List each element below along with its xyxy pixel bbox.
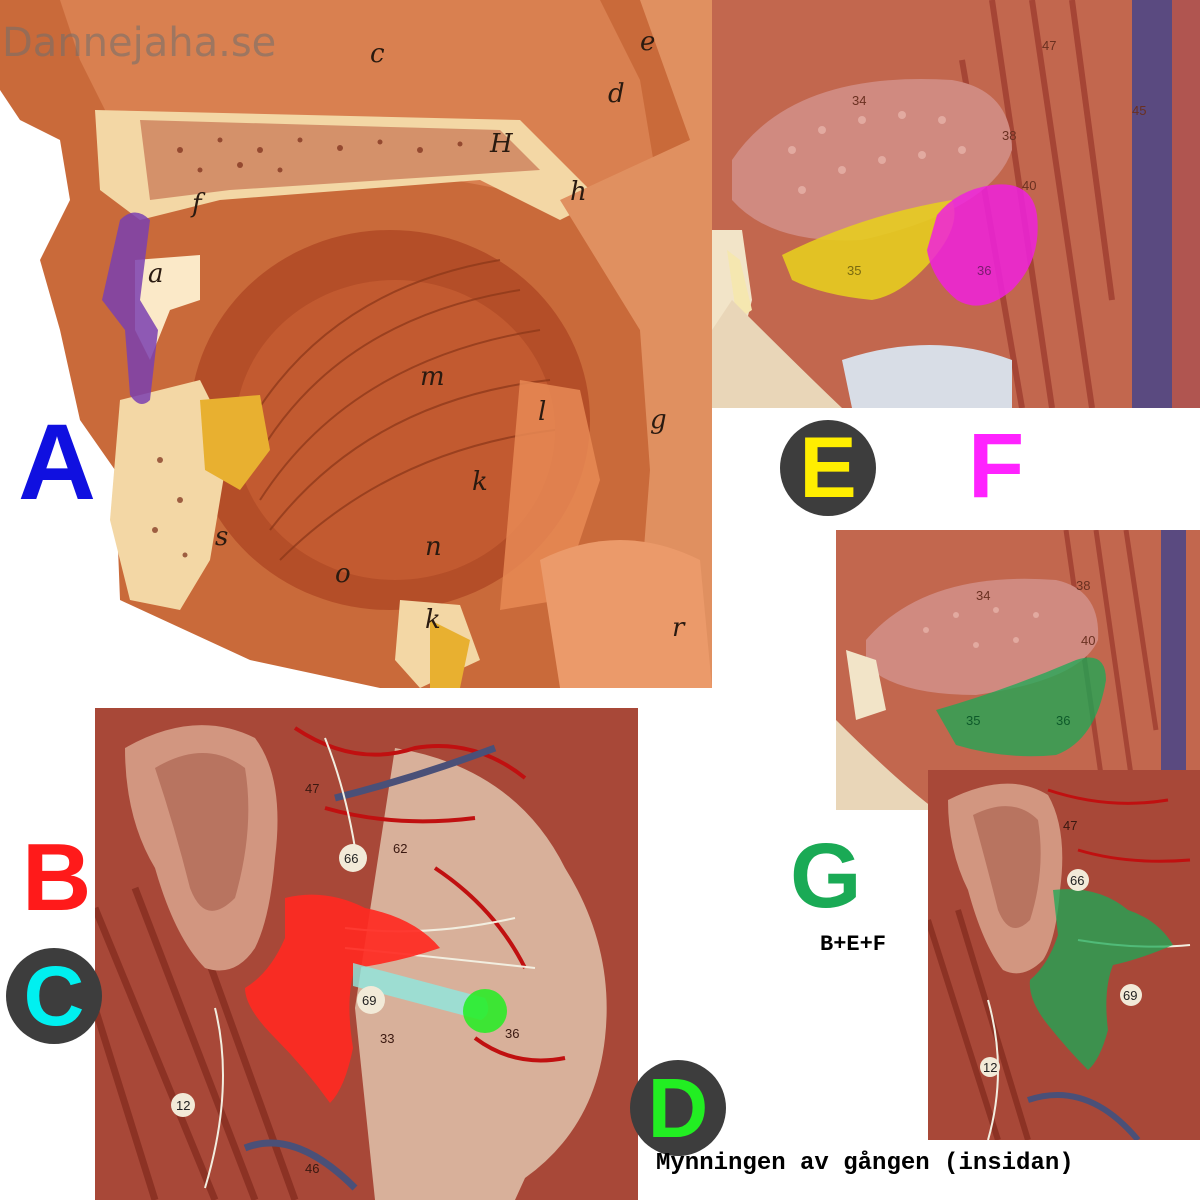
sagittal-letter-H: H: [489, 129, 514, 159]
label-g: G: [790, 825, 862, 927]
gland-number-35: 35: [847, 263, 861, 278]
face-number-46: 46: [305, 1161, 319, 1176]
sagittal-letter-e: e: [640, 27, 655, 57]
face-number-tags: 66 69 12: [171, 844, 385, 1117]
face-parotid-panel: 66 69 12 47 62 33 36 46: [95, 708, 638, 1200]
combined-number-35: 35: [966, 713, 980, 728]
label-c: C: [23, 949, 85, 1043]
tongue-number-47: 47: [1042, 38, 1056, 53]
tongue-number-45: 45: [1132, 103, 1146, 118]
label-b: B: [22, 824, 92, 931]
sagittal-letter-c: c: [370, 39, 385, 69]
combined-face-number-69: 69: [1123, 988, 1137, 1003]
sagittal-section-panel: c e d H h f a m l g k s n o k r Dannejah…: [0, 0, 712, 688]
combined-number-34: 34: [976, 588, 990, 603]
sagittal-letter-r: r: [672, 613, 686, 643]
label-d-disc: D: [630, 1060, 726, 1156]
sagittal-letter-o: o: [335, 559, 351, 589]
tongue-glands-panel: 34 38 40 45 47 35 36: [712, 0, 1200, 408]
face-number-47: 47: [305, 781, 319, 796]
tongue-number-34: 34: [852, 93, 866, 108]
watermark-text: Dannejaha.se: [2, 20, 277, 66]
tongue-glands-illustration: 34 38 40 45 47 35 36: [712, 0, 1200, 408]
face-number-66: 66: [344, 851, 358, 866]
sagittal-letter-a: a: [148, 259, 164, 289]
sagittal-letter-n: n: [425, 532, 442, 562]
label-e-disc: E: [780, 420, 876, 516]
face-combined-illustration: 66 69 12 47: [928, 770, 1200, 1140]
face-number-12: 12: [176, 1098, 190, 1113]
label-a: A: [18, 401, 96, 522]
face-number-36: 36: [505, 1026, 519, 1041]
combined-number-38: 38: [1076, 578, 1090, 593]
combined-face-number-47: 47: [1063, 818, 1077, 833]
sagittal-letter-s: s: [215, 522, 228, 552]
face-number-62: 62: [393, 841, 407, 856]
sagittal-letter-m: m: [420, 362, 445, 392]
sagittal-letter-h: h: [570, 177, 587, 207]
gland-number-36: 36: [977, 263, 991, 278]
label-d-caption: Mynningen av gången (insidan): [656, 1150, 1074, 1177]
combined-number-36: 36: [1056, 713, 1070, 728]
sagittal-letter-g: g: [650, 405, 667, 435]
sagittal-letter-k2: k: [425, 605, 441, 635]
tongue-combined-illustration: 34 38 40 35 36: [836, 530, 1200, 810]
face-number-69: 69: [362, 993, 376, 1008]
combined-face-number-12: 12: [983, 1060, 997, 1075]
face-combined-panel: 66 69 12 47: [928, 770, 1200, 1140]
sagittal-section-illustration: c e d H h f a m l g k s n o k r: [0, 0, 712, 688]
face-number-33: 33: [380, 1031, 394, 1046]
sagittal-letter-k: k: [472, 467, 488, 497]
label-c-disc: C: [6, 948, 102, 1044]
combined-face-number-66: 66: [1070, 873, 1084, 888]
tongue-number-40: 40: [1022, 178, 1036, 193]
label-e: E: [799, 420, 857, 516]
tongue-combined-panel: 34 38 40 35 36: [836, 530, 1200, 810]
label-g-caption: B+E+F: [820, 932, 887, 957]
label-f: F: [968, 415, 1025, 517]
sagittal-letter-d: d: [608, 79, 625, 109]
sagittal-letter-l: l: [538, 397, 546, 427]
face-parotid-illustration: 66 69 12 47 62 33 36 46: [95, 708, 638, 1200]
combined-number-40: 40: [1081, 633, 1095, 648]
label-d: D: [647, 1061, 709, 1155]
tongue-number-38: 38: [1002, 128, 1016, 143]
